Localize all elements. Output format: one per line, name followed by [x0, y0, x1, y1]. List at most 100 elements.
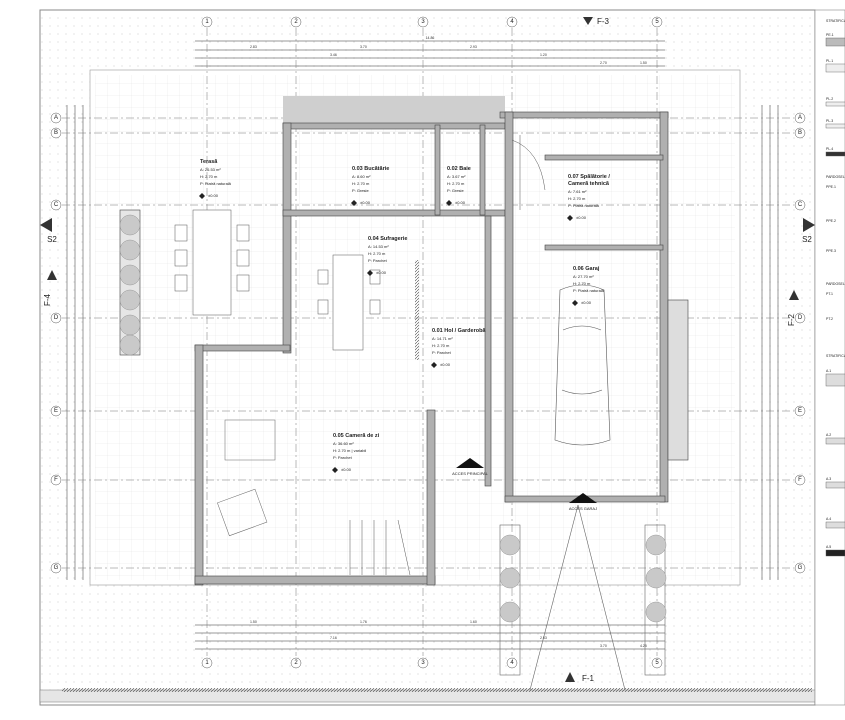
section-arrow-icon — [47, 270, 57, 280]
room-floor: P: Parchet — [432, 350, 452, 355]
legend-swatch — [825, 481, 845, 489]
section-f4: F-4 — [43, 270, 57, 306]
tree-icon — [119, 264, 141, 286]
room-name: 0.01 Hol / Garderobă — [432, 328, 486, 334]
staircase — [349, 135, 546, 576]
legend-layer-item: A.4 — [826, 517, 831, 521]
level-mark: ±0.00 — [455, 200, 466, 205]
level-mark: ±0.00 — [341, 467, 352, 472]
legend-swatch — [825, 373, 845, 387]
dining-table — [317, 254, 381, 351]
room-area: A: 3.67 m² — [447, 174, 466, 179]
room-name: 0.07 Spălătorie / — [568, 174, 610, 180]
axis-label: B — [798, 130, 802, 136]
axis-label: C — [798, 202, 803, 208]
axis-label: D — [54, 315, 59, 321]
axis-label: 4 — [510, 660, 514, 666]
legend-title: STRATIFICAȚII — [826, 19, 845, 23]
access-label: ACCES PRINCIPAL — [452, 471, 488, 476]
access-label: ACCES GARAJ — [569, 506, 597, 511]
level-marker-icon — [572, 300, 578, 306]
room-area: A: 36.60 m² — [333, 441, 354, 446]
axis-column-1: 11 — [201, 16, 213, 669]
top-dimension: 2.83 — [250, 45, 257, 49]
axis-column-3: 33 — [417, 16, 429, 669]
legend-swatch — [825, 101, 845, 107]
section-label: S2 — [47, 235, 57, 244]
level-mark: ±0.00 — [208, 193, 219, 198]
bottom-dimension: 1.76 — [360, 620, 367, 624]
car-icon — [554, 284, 611, 446]
room-name: 0.03 Bucătărie — [352, 166, 389, 172]
room-label: 0.05 Cameră de ziA: 36.60 m²H: 2.70 m | … — [332, 433, 380, 473]
access-main: ACCES PRINCIPAL — [452, 458, 489, 476]
tree-icon — [119, 289, 141, 311]
room-area: A: 14.71 m² — [432, 336, 453, 341]
section-label: F-3 — [597, 17, 610, 26]
legend-swatch — [825, 151, 845, 157]
stair-rail — [415, 260, 419, 360]
bottom-dimension: 1.50 — [250, 620, 257, 624]
legend-floor-item: PPE.2 — [826, 219, 836, 223]
tree-icon — [119, 314, 141, 336]
section-label: S2 — [802, 235, 812, 244]
legend-layer-item: A.2 — [826, 433, 831, 437]
level-marker-icon — [446, 200, 452, 206]
axis-label: C — [54, 202, 59, 208]
section-arrow-icon — [583, 17, 593, 25]
level-mark: ±0.00 — [376, 270, 387, 275]
level-mark: ±0.00 — [440, 362, 451, 367]
level-marker-icon — [351, 200, 357, 206]
top-dimension: 1.20 — [540, 53, 547, 57]
legend-item: PL.4 — [826, 147, 833, 151]
room-name: 0.05 Cameră de zi — [333, 433, 380, 439]
tree-icon — [645, 601, 667, 623]
top-dimension: 3.70 — [360, 45, 367, 49]
section-label: F-4 — [43, 293, 52, 306]
access-arrow-icon — [456, 458, 484, 468]
axis-label: 5 — [655, 19, 659, 25]
axis-label: A — [798, 115, 802, 121]
legend-layer-item: A.1 — [826, 369, 831, 373]
section-s2-right: S2 — [802, 218, 815, 244]
legend: STRATIFICAȚIIPE.1PL.1PL.2PL.3PL.4PARDOSE… — [825, 19, 845, 557]
axis-label: 1 — [205, 19, 209, 25]
axis-label: 4 — [510, 19, 514, 25]
room-floor: P: Piatră naturală — [200, 181, 232, 186]
access-arrow-icon — [569, 493, 597, 503]
room-area: A: 7.61 m² — [568, 189, 587, 194]
legend-layers-title: STRATIFICAȚII — [826, 354, 845, 358]
overall-dimension: 14.86 — [426, 36, 435, 40]
legend-item: PE.1 — [826, 33, 834, 37]
axis-label: F — [798, 477, 802, 483]
bottom-dimension: 7.16 — [330, 636, 337, 640]
level-marker-icon — [367, 270, 373, 276]
level-mark: ±0.00 — [576, 215, 587, 220]
tree-icon — [499, 567, 521, 589]
legend-item: PL.3 — [826, 119, 833, 123]
bottom-dimension: 3.70 — [600, 644, 607, 648]
section-f2: F-2 — [787, 290, 799, 326]
tree-icon — [119, 214, 141, 236]
legend-item: PL.1 — [826, 59, 833, 63]
axis-label: D — [798, 315, 803, 321]
section-s2-left: S2 — [40, 218, 57, 244]
tree-icon — [645, 534, 667, 556]
room-floor: P: Piatră naturală — [568, 203, 600, 208]
room-area: A: 27.70 m² — [573, 274, 594, 279]
axis-label: 2 — [294, 19, 298, 25]
room-name: 0.06 Garaj — [573, 266, 600, 272]
bottom-dimension: 4.25 — [640, 644, 647, 648]
room-height: H: 2.70 m — [568, 196, 586, 201]
axis-label: F — [54, 477, 58, 483]
tree-icon — [119, 334, 141, 356]
legend-swatch — [825, 437, 845, 445]
